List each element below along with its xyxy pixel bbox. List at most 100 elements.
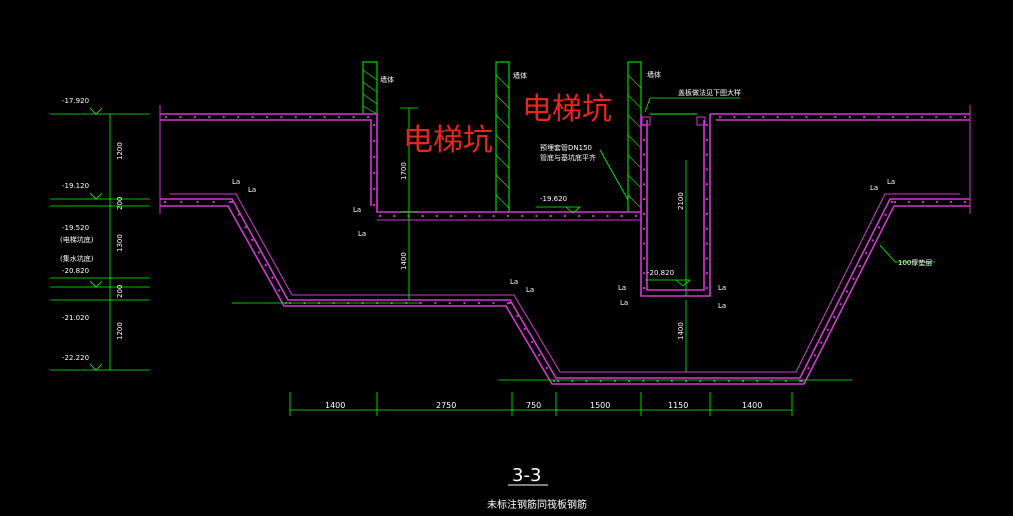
rebar-dot	[606, 214, 609, 218]
rebar-dot	[251, 115, 254, 119]
rebar-dot	[642, 272, 646, 275]
rebar-dot	[179, 115, 182, 119]
rebar-dot	[620, 214, 623, 218]
rebar-dot	[699, 379, 702, 383]
rebar-dot	[571, 379, 574, 383]
rebar-dot	[848, 115, 851, 119]
rebar-dot	[237, 213, 240, 216]
rebar-dot	[545, 366, 548, 370]
rebar-dot	[530, 340, 534, 344]
dim-label: 1150	[668, 401, 688, 410]
rebar-dot	[642, 286, 646, 290]
rebar-dot	[863, 115, 866, 119]
rebar-dot	[865, 252, 868, 255]
rebar-dot	[800, 379, 804, 383]
rebar-dot	[538, 353, 541, 357]
rebar-dot	[634, 214, 638, 218]
rebar-dot	[935, 200, 939, 204]
rebar-dot	[642, 153, 646, 156]
la-labels: La La La La La La La La La La La La	[232, 178, 895, 310]
la-label: La	[718, 284, 726, 292]
rebar-dot	[585, 379, 588, 383]
rebar-dot	[741, 379, 745, 383]
rebar-dot	[464, 214, 467, 218]
elevation-label: (集水坑底)	[60, 254, 94, 263]
rebar-dot	[294, 115, 297, 119]
wall-label: 墙体	[380, 75, 394, 84]
rebar-dot	[920, 115, 923, 119]
rebar-dot	[599, 379, 602, 383]
rebar-dot	[733, 115, 736, 119]
rebar-dot	[208, 115, 211, 119]
rebar-dot	[222, 115, 225, 119]
rebar-dot	[323, 115, 326, 119]
rebar-dot	[419, 301, 422, 305]
la-label: La	[618, 284, 626, 292]
rebar-dot	[705, 153, 709, 156]
rebar-dot	[906, 115, 909, 119]
rebar-dot	[193, 115, 196, 119]
rebar-dot	[878, 226, 881, 229]
rebar-dot	[212, 200, 215, 204]
rebar-dot	[628, 379, 631, 383]
rebar-dot	[949, 200, 953, 204]
rebar-dot	[435, 214, 438, 218]
dim-label: 1500	[590, 401, 610, 410]
rebar-dot	[521, 214, 524, 218]
rebar-dot	[963, 200, 967, 204]
rebar-dot	[891, 115, 895, 119]
rebar-dot	[578, 214, 581, 218]
rebar-dot	[762, 115, 765, 119]
rebar-dot	[642, 257, 646, 260]
section-title: 3-3 未标注钢筋同筏板钢筋	[487, 465, 587, 511]
rebar-dot	[508, 301, 512, 305]
rebar-dot	[366, 115, 370, 119]
rebar-dot	[852, 277, 855, 280]
inner-labels: -19.620 -20.820 1700 1400 2100 1400 墙体 墙…	[380, 70, 932, 340]
rebar-dot	[727, 379, 730, 383]
section-number: 3-3	[512, 465, 541, 486]
rebar-dot	[556, 379, 560, 383]
rebar-dot	[264, 264, 267, 267]
dim-label: 1400	[677, 322, 685, 340]
slab-ends	[159, 105, 971, 214]
rebar-dot	[963, 115, 967, 119]
rebar-dot	[890, 200, 894, 204]
elevation-label: (电梯坑底)	[60, 235, 94, 244]
rebar-dot	[523, 327, 526, 331]
rebar-dot	[230, 200, 234, 204]
rebar-dot	[756, 379, 759, 383]
rebar-dot	[705, 123, 709, 127]
note-label: 预埋套管DN150	[540, 143, 592, 152]
dim-label: 200	[116, 285, 124, 298]
rebar-dot	[506, 301, 510, 305]
dim-label: 200	[116, 197, 124, 210]
rebar-dot	[180, 200, 183, 204]
dim-label: 2750	[436, 401, 456, 410]
rebar-dot	[705, 272, 709, 275]
rebar-dot	[552, 379, 556, 383]
rebar-dot	[372, 187, 376, 191]
rebar-dot	[705, 212, 709, 216]
dim-label: 1200	[116, 142, 124, 160]
rebar-dot	[798, 379, 802, 383]
rebar-dot	[492, 301, 495, 305]
la-label: La	[887, 178, 895, 186]
rebar-dot	[839, 303, 842, 306]
rebar-dot	[949, 115, 952, 119]
dim-label: 1400	[742, 401, 762, 410]
rebar-dot	[228, 200, 232, 204]
rebar-dot	[877, 115, 880, 119]
elevation-label: -20.820	[62, 267, 89, 275]
rebar-dot	[670, 379, 673, 383]
rebar-dot	[790, 115, 794, 119]
section-note: 未标注钢筋同筏板钢筋	[487, 498, 587, 511]
dim-label: 1700	[400, 162, 408, 180]
rebar-dot	[770, 379, 773, 383]
la-label: La	[232, 178, 240, 186]
rebar-dot	[705, 138, 709, 141]
note-label: 管底与基坑底平齐	[540, 153, 596, 162]
rebar-dot	[907, 200, 911, 204]
rebar-dot	[642, 197, 646, 201]
dim-label: 2100	[677, 192, 685, 210]
